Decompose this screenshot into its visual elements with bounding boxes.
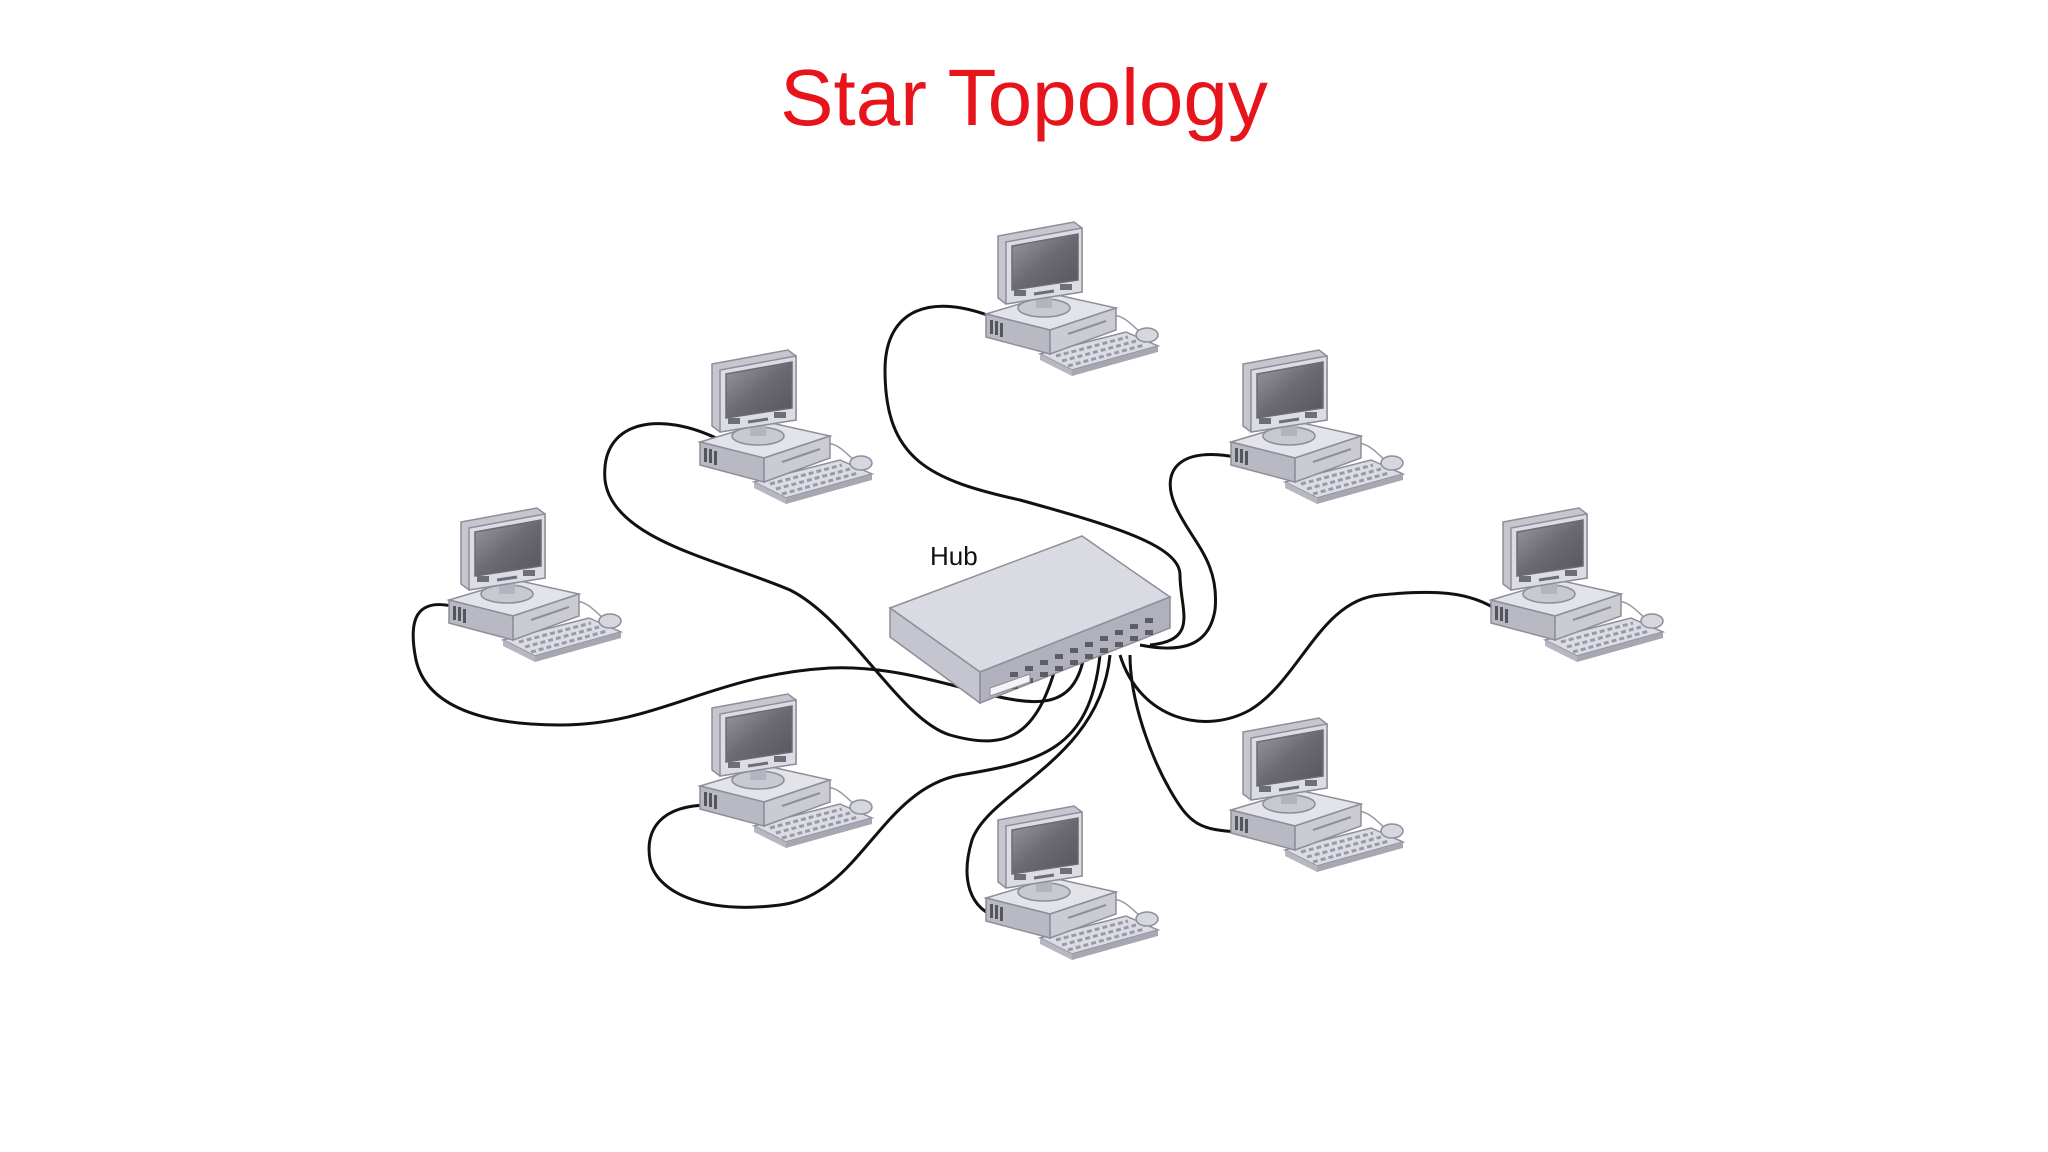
computer-right	[1489, 506, 1665, 664]
cable-lower-right	[1128, 654, 1241, 834]
computer-bottom	[984, 804, 1160, 962]
computer-lower-right	[1229, 716, 1405, 874]
computer-top	[984, 220, 1160, 378]
computer-left	[447, 506, 623, 664]
page-title: Star Topology	[780, 53, 1268, 142]
hub: Hub	[888, 535, 1172, 705]
hub-label: Hub	[930, 541, 978, 571]
computer-lower-left	[698, 692, 874, 850]
cable-top	[883, 304, 1186, 647]
cable-lower-left	[647, 654, 1102, 909]
cable-right	[1118, 590, 1501, 723]
network-cables	[411, 304, 1501, 920]
hub-ports	[1010, 618, 1153, 689]
computer-upper-right	[1229, 348, 1405, 506]
cable-upper-left	[603, 422, 1062, 743]
cable-upper-right	[1139, 453, 1241, 650]
hub-label-plate	[989, 673, 1031, 697]
cable-bottom	[965, 654, 1112, 920]
computer-upper-left	[698, 348, 874, 506]
